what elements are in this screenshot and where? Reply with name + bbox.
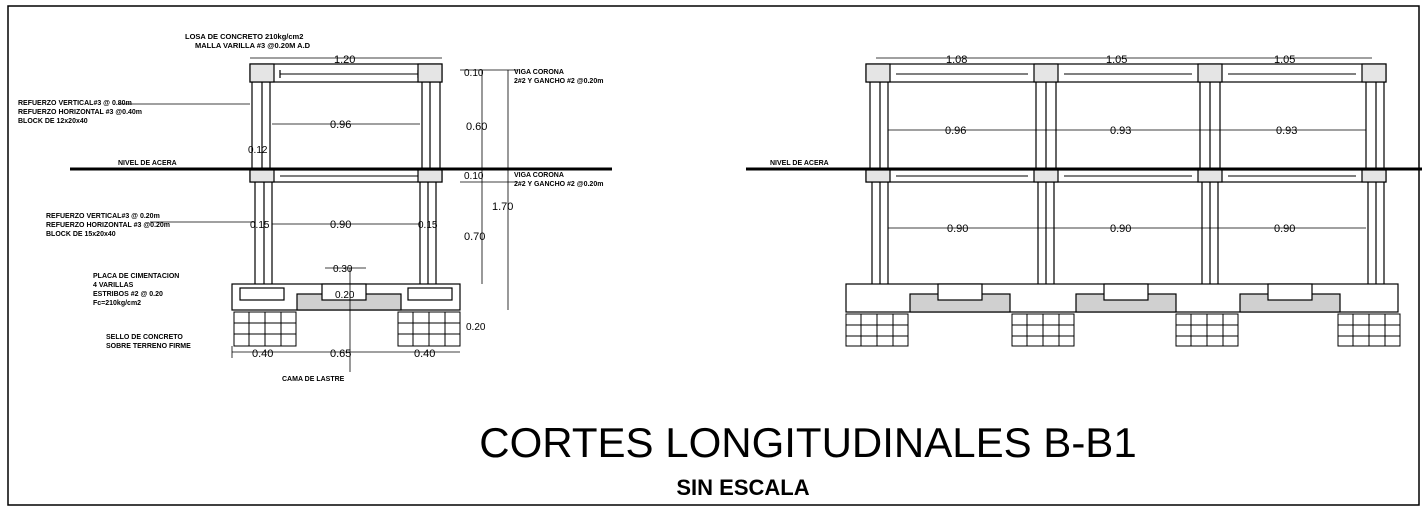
beam-block [249, 63, 275, 83]
beam-block [417, 63, 443, 83]
placa-label: 4 VARILLAS [93, 282, 134, 289]
drawing-title: CORTES LONGITUDINALES B-B1 [479, 419, 1136, 466]
right-section [746, 57, 1422, 347]
top-slab [249, 63, 443, 83]
upper-block-label: BLOCK DE 12x20x40 [18, 118, 88, 125]
dim-value: 1.70 [492, 201, 513, 213]
viga-corona-top-detail: 2#2 Y GANCHO #2 @0.20m [514, 78, 603, 85]
slab-label-line2: MALLA VARILLA #3 @0.20M A.D [195, 41, 311, 50]
dim-value: 0.20 [466, 322, 486, 333]
dim-value: 0.40 [252, 348, 273, 360]
viga-corona-mid-detail: 2#2 Y GANCHO #2 @0.20m [514, 181, 603, 188]
dim-top-right-3: 1.05 [1274, 54, 1295, 66]
viga-corona-mid-label: VIGA CORONA [514, 172, 564, 179]
lower-block-label: BLOCK DE 15x20x40 [46, 231, 116, 238]
dim-value: 0.65 [330, 348, 351, 360]
lower-reinforcement-label: REFUERZO HORIZONTAL #3 @0.20m [46, 222, 170, 229]
top-slab [865, 63, 1387, 83]
dim-value: 0.40 [414, 348, 435, 360]
sello-label: SELLO DE CONCRETO [106, 334, 183, 341]
dim-lower-right-2: 0.90 [1110, 223, 1131, 235]
left-labels: LOSA DE CONCRETO 210kg/cm2 MALLA VARILLA… [18, 32, 603, 383]
dim-value: 0.10 [464, 68, 484, 79]
left-section [70, 57, 612, 372]
dim-upper-right-2: 0.93 [1110, 125, 1131, 137]
dim-value: 0.10 [464, 171, 484, 182]
dim-lower-right-1: 0.90 [947, 223, 968, 235]
viga-corona-top-label: VIGA CORONA [514, 69, 564, 76]
dim-value: 0.15 [418, 220, 438, 231]
placa-label: Fc=210kg/cm2 [93, 300, 141, 307]
placa-label: ESTRIBOS #2 @ 0.20 [93, 291, 163, 298]
dim-top-right-2: 1.05 [1106, 54, 1127, 66]
cama-de-lastre-label: CAMA DE LASTRE [282, 376, 345, 383]
dim-top-right-1: 1.08 [946, 54, 967, 66]
upper-reinforcement-label: REFUERZO VERTICAL#3 @ 0.80m [18, 100, 132, 107]
placa-label: PLACA DE CIMENTACION [93, 273, 179, 280]
upper-reinforcement-label: REFUERZO HORIZONTAL #3 @0.40m [18, 109, 142, 116]
dim-value: 0.20 [335, 290, 355, 301]
dim-lower-right-3: 0.90 [1274, 223, 1295, 235]
nivel-de-acera-label-right: NIVEL DE ACERA [770, 160, 829, 167]
nivel-de-acera-label: NIVEL DE ACERA [118, 160, 177, 167]
slab-label-line1: LOSA DE CONCRETO 210kg/cm2 [185, 32, 303, 41]
dim-value: 0.15 [250, 220, 270, 231]
left-dimensions: 1.20 0.10 0.60 0.96 0.12 0.10 1.70 0.15 … [248, 54, 513, 360]
right-labels: NIVEL DE ACERA 1.08 1.05 1.05 0.96 0.93 … [770, 54, 1297, 235]
dim-value: 0.96 [330, 119, 351, 131]
dim-top-width: 1.20 [334, 54, 355, 66]
drawing-frame [7, 5, 1420, 506]
dim-value: 0.60 [466, 121, 487, 133]
dim-upper-right-1: 0.96 [945, 125, 966, 137]
dim-value: 0.30 [333, 264, 353, 275]
lower-reinforcement-label: REFUERZO VERTICAL#3 @ 0.20m [46, 213, 160, 220]
sello-label: SOBRE TERRENO FIRME [106, 343, 191, 350]
drawing-subtitle: SIN ESCALA [676, 475, 809, 500]
dim-upper-right-3: 0.93 [1276, 125, 1297, 137]
dim-value: 0.12 [248, 145, 268, 156]
dim-value: 0.90 [330, 219, 351, 231]
dim-value: 0.70 [464, 231, 485, 243]
